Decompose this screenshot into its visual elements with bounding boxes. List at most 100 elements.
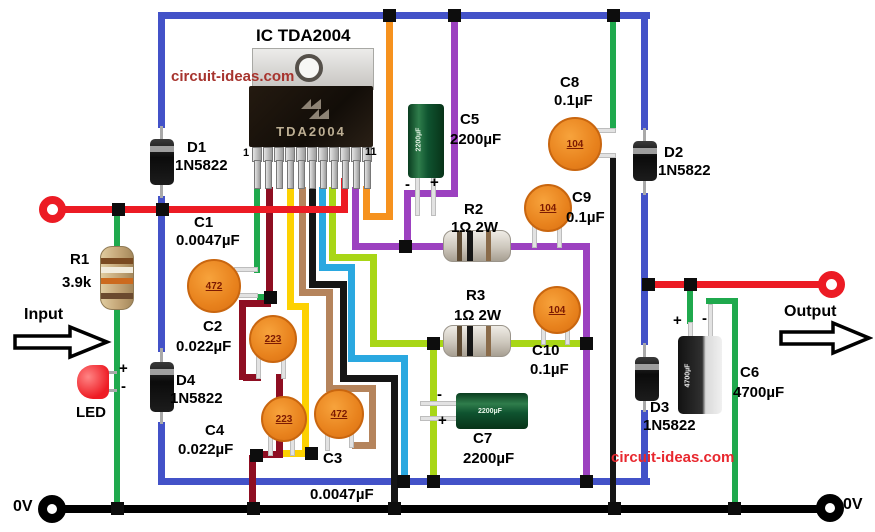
junction (399, 240, 412, 253)
output-arrow-icon (778, 318, 874, 363)
diode-band (150, 146, 174, 152)
junction (264, 291, 277, 304)
wire-purple-top (451, 14, 458, 197)
wire-yellow-v1 (302, 303, 309, 455)
wire-cyan-h2 (348, 355, 408, 362)
wire-blue-top-rail (158, 12, 650, 19)
c2-value: 0.022µF (176, 338, 232, 355)
c6-plus: + (673, 312, 682, 329)
diode-lead (643, 178, 646, 195)
cap-c2: 223 (249, 315, 297, 363)
junction (580, 475, 593, 488)
cap-c9: 104 (524, 184, 572, 232)
c6-label: C6 (740, 364, 760, 381)
diode-d3 (635, 357, 659, 401)
ic-logo-icon (299, 97, 331, 121)
c6-value: 4700µF (733, 384, 785, 401)
c4-label: C4 (205, 422, 225, 439)
resistor-r2 (443, 230, 511, 262)
ic-pin (298, 160, 305, 189)
wire-purple-pin10 (352, 187, 359, 250)
wire-purple-v1 (404, 190, 411, 250)
watermark-top: circuit-ideas.com (171, 68, 295, 85)
cap-code: 223 (264, 333, 282, 345)
wire-maroon-v1 (239, 300, 246, 380)
ic-pin (331, 160, 338, 189)
c7-minus: - (437, 386, 442, 403)
wire-brown-h2 (326, 385, 376, 392)
wire-lime-h2 (370, 340, 448, 347)
diode-lead (643, 343, 646, 360)
wire-cyan-v2 (401, 355, 408, 485)
wire-brown-v1 (326, 289, 333, 391)
diode-d4 (150, 362, 174, 412)
watermark-bottom: circuit-ideas.com (611, 449, 735, 466)
wire-lime-pin7 (329, 187, 336, 261)
ic-pin (276, 160, 283, 189)
wire-lime-v1 (370, 254, 377, 347)
junction (397, 475, 410, 488)
wire-blue-right-a (641, 12, 648, 130)
cap-c4: 223 (261, 396, 307, 442)
led-plus: + (119, 360, 128, 377)
ic-body (249, 86, 373, 147)
wire-lime-h1 (329, 254, 377, 261)
ground-terminal-left[interactable] (38, 495, 66, 523)
c3-value: 0.0047µF (310, 486, 374, 503)
junction (607, 9, 620, 22)
c5-plus: + (430, 174, 439, 191)
resistor-band (467, 326, 473, 356)
resistor-r3 (443, 325, 511, 357)
wire-yellow-h2 (283, 450, 309, 457)
ic-pin11-label: 11 (365, 146, 377, 158)
resistor-band (457, 326, 462, 356)
d3-part: 1N5822 (643, 417, 696, 434)
c5-value: 2200µF (450, 131, 502, 148)
r1-label: R1 (70, 251, 90, 268)
r2-label: R2 (464, 201, 484, 218)
junction (388, 502, 401, 515)
led-lead (106, 371, 117, 374)
r1-value: 3.9k (62, 274, 92, 291)
d2-label: D2 (664, 144, 684, 161)
wire-brown-pin4 (299, 187, 306, 295)
ic-pin (265, 160, 272, 189)
cap-code: 104 (539, 202, 557, 214)
input-arrow-icon (12, 322, 112, 367)
c2-label: C2 (203, 318, 223, 335)
ground-right-label: 0V (843, 496, 863, 513)
wire-green-pin1 (254, 187, 260, 273)
ic-pin (309, 160, 316, 189)
resistor-band (457, 231, 462, 261)
c7-value: 2200µF (463, 450, 515, 467)
junction (448, 9, 461, 22)
output-label: Output (784, 303, 837, 320)
resistor-r1 (100, 246, 134, 310)
cap-c6-print: 4700µF (684, 363, 692, 388)
c8-label: C8 (560, 74, 580, 91)
c1-label: C1 (194, 214, 214, 231)
diode-d1 (150, 139, 174, 185)
wire-black-pin5 (309, 187, 316, 287)
wire-black-v1 (340, 281, 347, 381)
ground-left-label: 0V (13, 498, 33, 515)
wire-red-input (52, 206, 345, 213)
junction (156, 203, 169, 216)
wire-cyan-v1 (348, 264, 355, 362)
junction (427, 337, 440, 350)
ground-terminal-right[interactable] (816, 494, 844, 522)
wire-black-h1 (309, 281, 347, 288)
cap-c3: 472 (314, 389, 364, 439)
wire-brown-h3 (352, 442, 376, 449)
diode-band (150, 369, 174, 375)
resistor-band (467, 231, 473, 261)
junction (250, 449, 263, 462)
wire-ground-rail (52, 505, 833, 513)
wire-red-pin (341, 178, 348, 213)
wire-blue-right-b (641, 193, 648, 345)
ic-part-number: TDA2004 (276, 124, 346, 139)
c10-value: 0.1µF (530, 361, 569, 378)
input-terminal[interactable] (39, 196, 66, 223)
output-terminal[interactable] (818, 271, 845, 298)
